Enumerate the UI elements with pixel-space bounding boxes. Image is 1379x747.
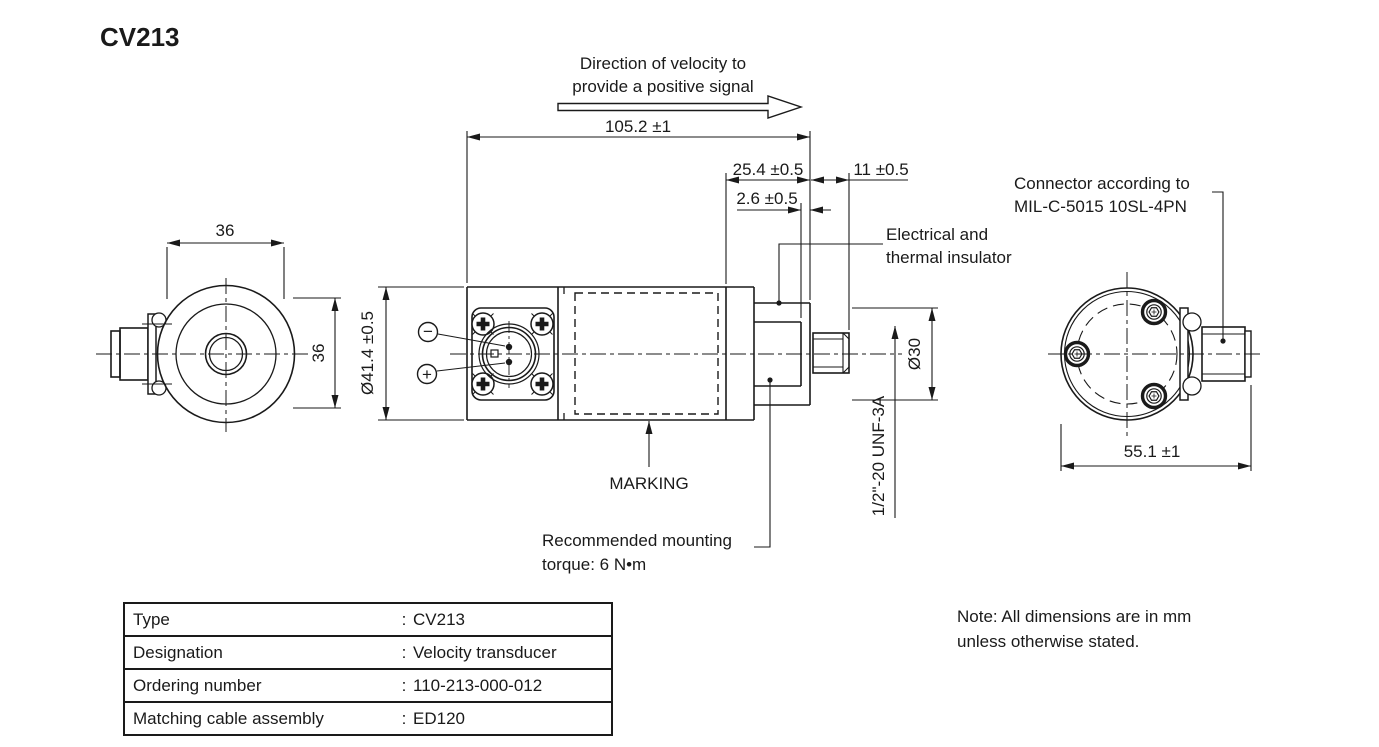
- side-view-thread-lines: [813, 338, 843, 368]
- table-row-label: Matching cable assembly: [133, 709, 324, 728]
- polarity-leader-lines: [436, 333, 506, 372]
- table-row-colon: :: [401, 709, 407, 728]
- spec-table: Type : CV213 Designation : Velocity tran…: [123, 602, 613, 736]
- connector-label-line2: MIL-C-5015 10SL-4PN: [1014, 197, 1187, 216]
- plus-polarity-icon: [416, 363, 438, 385]
- note-line1: Note: All dimensions are in mm: [957, 607, 1192, 626]
- page-title: CV213: [100, 22, 180, 52]
- table-row-label: Designation: [133, 643, 223, 662]
- dim-254-text: 25.4 ±0.5: [733, 160, 804, 179]
- flange-screw-icon: [531, 373, 553, 395]
- torque-leader-line: [754, 381, 771, 548]
- dim-41-extension-lines: [378, 286, 464, 421]
- table-row: Ordering number : 110-213-000-012: [125, 668, 611, 701]
- table-row-label: Ordering number: [133, 676, 262, 695]
- table-row: Designation : Velocity transducer: [125, 635, 611, 668]
- dim-41-text: Ø41.4 ±0.5: [358, 311, 377, 395]
- direction-note-line1: Direction of velocity to: [580, 54, 746, 73]
- dim-551-text: 55.1 ±1: [1124, 442, 1181, 461]
- torque-leader-dot: [767, 377, 773, 383]
- flange-screw-icon: [472, 313, 494, 335]
- note-line2: unless otherwise stated.: [957, 632, 1140, 651]
- dimensions-note: Note: All dimensions are in mm unless ot…: [957, 604, 1191, 654]
- right-view-lug-bottom: [1182, 376, 1202, 396]
- table-row: Matching cable assembly : ED120: [125, 701, 611, 734]
- receptacle-pin-bottom: [505, 358, 513, 366]
- insulator-leader-line: [778, 243, 883, 302]
- torque-label-line1: Recommended mounting: [542, 531, 732, 550]
- marking-label: MARKING: [609, 474, 688, 493]
- right-view-lug-top: [1182, 312, 1202, 332]
- dim-36h-text: 36: [216, 221, 235, 240]
- dim-11-text: 11 ±0.5: [853, 160, 908, 179]
- dim-105-text: 105.2 ±1: [605, 117, 671, 136]
- socket-screw-icon: [1140, 298, 1168, 326]
- table-row-value: 110-213-000-012: [413, 676, 543, 695]
- connector-label-line1: Connector according to: [1014, 174, 1190, 193]
- side-view-thread-stud: [812, 332, 850, 374]
- table-row-colon: :: [401, 610, 407, 629]
- flange-screw-icon: [472, 373, 494, 395]
- dim-26-text: 2.6 ±0.5: [736, 189, 797, 208]
- marking-area-dashed-rect: [574, 292, 719, 415]
- dim-36v-text: 36: [309, 344, 328, 363]
- connector-leader-dot: [1220, 338, 1226, 344]
- side-view-stud-end: [842, 332, 850, 374]
- direction-note-line2: provide a positive signal: [572, 77, 753, 96]
- dim-30-text: Ø30: [905, 338, 924, 370]
- table-row-label: Type: [133, 610, 170, 629]
- minus-polarity-text: −: [423, 322, 433, 341]
- minus-polarity-icon: [417, 321, 439, 343]
- left-end-view: [96, 239, 341, 432]
- table-row-value: CV213: [413, 610, 465, 629]
- table-row-value: ED120: [413, 709, 465, 728]
- right-end-view: [1048, 191, 1264, 471]
- torque-label-line2: torque: 6 N•m: [542, 555, 646, 574]
- socket-screw-icon: [1140, 382, 1168, 410]
- left-view-lug-lines: [142, 323, 172, 385]
- table-row: Type : CV213: [125, 604, 611, 635]
- flange-screw-icon: [531, 313, 553, 335]
- insulator-label-line1: Electrical and: [886, 225, 988, 244]
- side-view: [378, 95, 938, 548]
- dim-105-extension-lines: [466, 131, 811, 300]
- table-row-colon: :: [401, 643, 407, 662]
- insulator-leader-dot: [776, 300, 782, 306]
- table-row-value: Velocity transducer: [413, 643, 557, 662]
- dim-36h-extension-lines: [166, 247, 285, 299]
- velocity-direction-arrow-icon: [557, 95, 804, 119]
- insulator-label-line2: thermal insulator: [886, 248, 1012, 267]
- table-row-colon: :: [401, 676, 407, 695]
- thread-spec-text: 1/2"-20 UNF-3A: [869, 395, 888, 516]
- plus-polarity-text: +: [422, 365, 432, 384]
- connector-leader-line: [1212, 191, 1224, 340]
